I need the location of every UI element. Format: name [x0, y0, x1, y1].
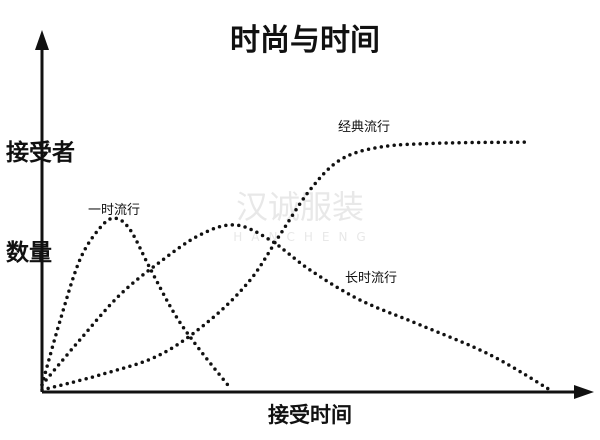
y-axis-label-line1: 接受者 [6, 139, 75, 166]
series-label-fad: 一时流行 [88, 203, 140, 218]
y-axis-label-line2: 数量 [6, 240, 52, 266]
series-label-longterm: 长时流行 [345, 271, 397, 286]
series-longterm-line [40, 223, 552, 392]
series-fad-line [40, 216, 230, 387]
watermark-cn: 汉诚服装 [236, 188, 364, 226]
watermark-en: HANCHENG [233, 230, 374, 244]
y-axis-arrow [35, 30, 49, 50]
series-classic-line [40, 140, 532, 392]
chart-title: 时尚与时间 [230, 23, 380, 58]
x-axis-arrow [574, 385, 594, 399]
x-axis-label: 接受时间 [268, 403, 352, 427]
series-label-classic: 经典流行 [338, 120, 390, 135]
